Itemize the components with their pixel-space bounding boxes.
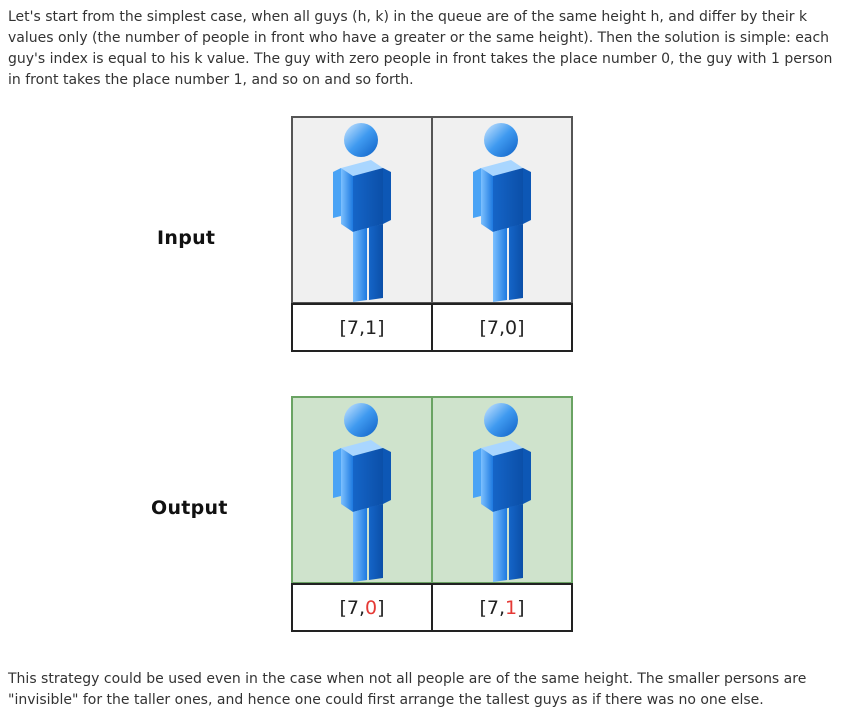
input-person-cell [293,118,431,302]
output-person-cell [293,398,431,582]
output-value-cell: [7, 1] [431,585,571,630]
value-prefix: [7, [479,596,506,619]
output-value-cell: [7, 0] [293,585,431,630]
person-icon [333,123,391,302]
value-suffix: ] [377,596,385,619]
input-diagram: Input [7, 1] [7, 0] [0,116,845,352]
value-k-highlight: 0 [365,596,378,619]
person-icon [333,403,391,582]
person-icon [473,123,531,302]
input-value-cell: [7, 1] [293,305,431,350]
value-prefix: [7, [339,316,366,339]
value-suffix: ] [517,316,525,339]
output-diagram: Output [7, 0] [7, 1] [0,396,845,632]
value-suffix: ] [377,316,385,339]
value-k: 0 [505,316,518,339]
input-value-cell: [7, 0] [431,305,571,350]
intro-paragraph: Let's start from the simplest case, when… [8,9,833,88]
input-person-cell [431,118,571,302]
value-k-highlight: 1 [505,596,518,619]
output-figures [291,396,573,584]
input-label: Input [157,227,216,249]
input-value-row: [7, 1] [7, 0] [291,303,573,352]
input-figures [291,116,573,304]
person-icon [473,403,531,582]
output-label: Output [151,497,228,519]
value-suffix: ] [517,596,525,619]
value-prefix: [7, [339,596,366,619]
output-value-row: [7, 0] [7, 1] [291,583,573,632]
output-person-cell [431,398,571,582]
outro-paragraph: This strategy could be used even in the … [8,671,807,708]
value-prefix: [7, [479,316,506,339]
value-k: 1 [365,316,378,339]
